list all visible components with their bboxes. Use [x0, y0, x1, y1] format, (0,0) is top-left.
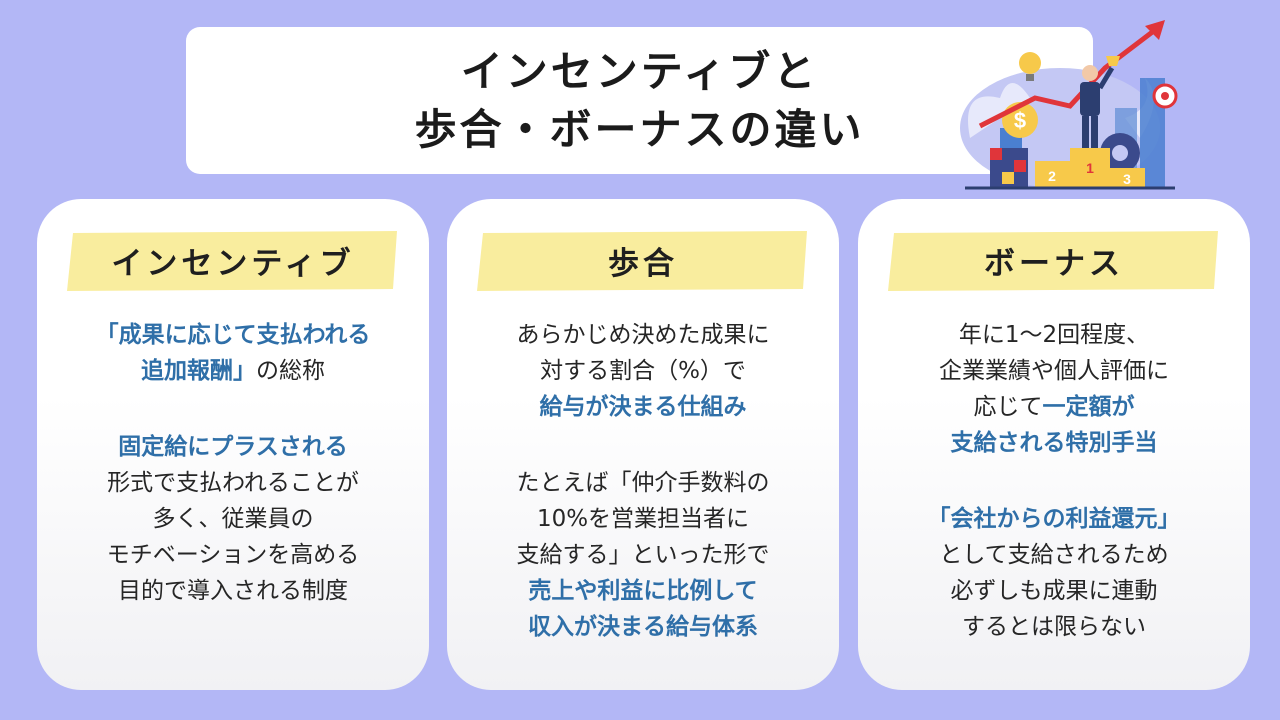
- body-text: モチベーションを高める: [106, 542, 360, 568]
- body-line: 「会社からの利益還元」: [858, 501, 1250, 537]
- highlight-text: 一定額が: [1042, 394, 1135, 420]
- title-line-2: 歩合・ボーナスの違い: [414, 104, 865, 154]
- podium-1-label: 1: [1086, 160, 1094, 176]
- body-text: の総称: [256, 358, 325, 384]
- body-line: 支給される特別手当: [858, 425, 1250, 461]
- card-incentive: インセンティブ 「成果に応じて支払われる追加報酬」の総称固定給にプラスされる形式…: [37, 199, 429, 690]
- highlight-text: 「成果に応じて支払われる: [95, 322, 371, 348]
- body-text: たとえば「仲介手数料の: [516, 470, 770, 496]
- card-incentive-tag: インセンティブ: [65, 229, 401, 291]
- card-incentive-heading: インセンティブ: [111, 245, 355, 282]
- card-commission-heading: 歩合: [608, 245, 678, 282]
- card-commission-body: あらかじめ決めた成果に対する割合（%）で給与が決まる仕組みたとえば「仲介手数料の…: [447, 317, 839, 645]
- highlight-text: 給与が決まる仕組み: [539, 394, 747, 420]
- body-text: あらかじめ決めた成果に: [516, 322, 770, 348]
- card-incentive-body: 「成果に応じて支払われる追加報酬」の総称固定給にプラスされる形式で支払われること…: [37, 317, 429, 609]
- card-bonus-tag: ボーナス: [886, 229, 1222, 291]
- body-line: 10%を営業担当者に: [447, 501, 839, 537]
- body-text: 年に1〜2回程度、: [958, 322, 1150, 348]
- body-text: 支給する」といった形で: [516, 542, 770, 568]
- podium-2-label: 2: [1048, 168, 1056, 184]
- body-line: 固定給にプラスされる: [37, 429, 429, 465]
- body-line: 目的で導入される制度: [37, 573, 429, 609]
- body-line: 支給する」といった形で: [447, 537, 839, 573]
- body-line: たとえば「仲介手数料の: [447, 465, 839, 501]
- body-line: 収入が決まる給与体系: [447, 609, 839, 645]
- body-line: モチベーションを高める: [37, 537, 429, 573]
- body-text: 目的で導入される制度: [118, 578, 348, 604]
- title-line-1: インセンティブと: [460, 46, 819, 96]
- body-line: 給与が決まる仕組み: [447, 389, 839, 425]
- body-line: あらかじめ決めた成果に: [447, 317, 839, 353]
- highlight-text: 売上や利益に比例して: [528, 578, 758, 604]
- card-commission-tag: 歩合: [475, 229, 811, 291]
- body-line: 対する割合（%）で: [447, 353, 839, 389]
- card-bonus: ボーナス 年に1〜2回程度、企業業績や個人評価に応じて一定額が支給される特別手当…: [858, 199, 1250, 690]
- body-text: 企業業績や個人評価に: [939, 358, 1169, 384]
- body-text: として支給されるため: [939, 542, 1169, 568]
- body-line: 形式で支払われることが: [37, 465, 429, 501]
- highlight-text: 固定給にプラスされる: [118, 434, 348, 460]
- body-line: 企業業績や個人評価に: [858, 353, 1250, 389]
- spacer: [447, 425, 839, 465]
- body-text: 応じて: [973, 394, 1043, 420]
- spacer: [37, 389, 429, 429]
- highlight-text: 支給される特別手当: [950, 430, 1158, 456]
- body-line: 多く、従業員の: [37, 501, 429, 537]
- body-line: 売上や利益に比例して: [447, 573, 839, 609]
- highlight-text: 「会社からの利益還元」: [927, 506, 1181, 532]
- card-bonus-heading: ボーナス: [984, 245, 1124, 282]
- body-line: 必ずしも成果に連動: [858, 573, 1250, 609]
- body-text: 必ずしも成果に連動: [950, 578, 1158, 604]
- card-bonus-body: 年に1〜2回程度、企業業績や個人評価に応じて一定額が支給される特別手当「会社から…: [858, 317, 1250, 645]
- spacer: [858, 461, 1250, 501]
- body-text: 形式で支払われることが: [107, 470, 359, 496]
- body-text: するとは限らない: [962, 614, 1146, 640]
- body-line: 「成果に応じて支払われる: [37, 317, 429, 353]
- body-line: 追加報酬」の総称: [37, 353, 429, 389]
- business-growth-illustration-icon: $ 2 1 3: [960, 20, 1178, 190]
- title-box: インセンティブと 歩合・ボーナスの違い: [186, 27, 1093, 174]
- highlight-text: 追加報酬」: [141, 358, 256, 384]
- svg-text:$: $: [1014, 108, 1026, 133]
- body-text: 多く、従業員の: [152, 506, 314, 532]
- card-commission: 歩合 あらかじめ決めた成果に対する割合（%）で給与が決まる仕組みたとえば「仲介手…: [447, 199, 839, 690]
- highlight-text: 収入が決まる給与体系: [528, 614, 758, 640]
- body-text: 対する割合（%）で: [540, 358, 746, 384]
- body-line: として支給されるため: [858, 537, 1250, 573]
- body-line: 応じて一定額が: [858, 389, 1250, 425]
- body-line: するとは限らない: [858, 609, 1250, 645]
- body-line: 年に1〜2回程度、: [858, 317, 1250, 353]
- podium-3-label: 3: [1123, 171, 1131, 187]
- body-text: 10%を営業担当者に: [536, 506, 750, 532]
